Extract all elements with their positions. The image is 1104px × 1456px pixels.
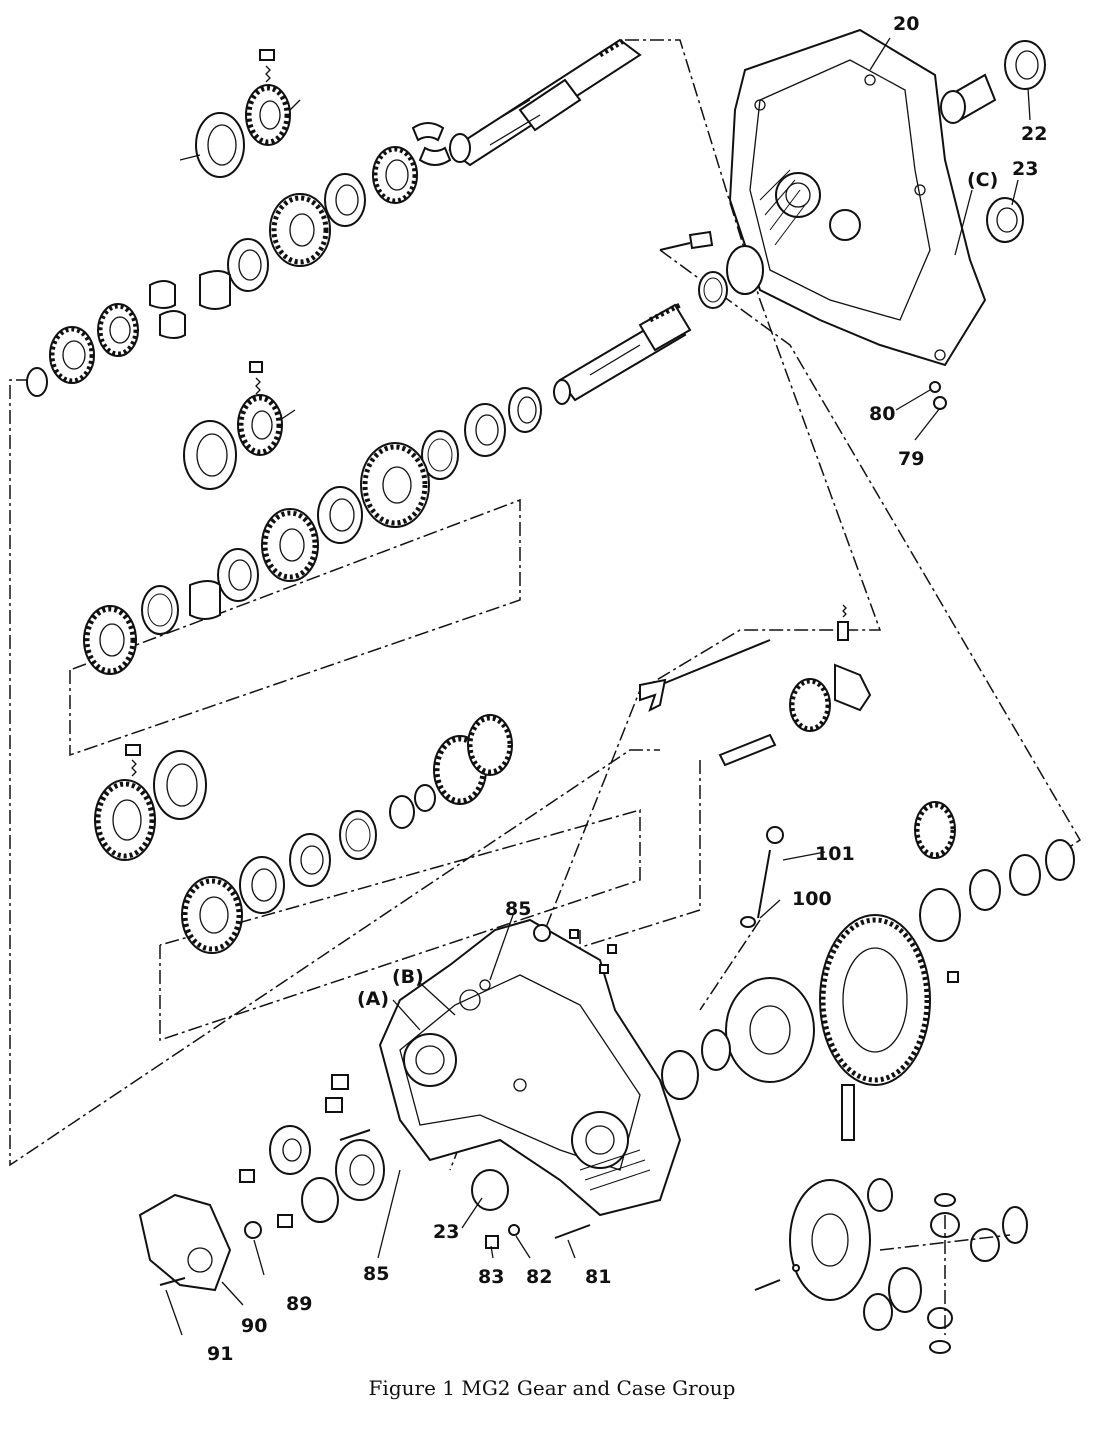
upper-shaft-assembly [26,37,642,397]
part-label-89: 89 [286,1293,312,1315]
part-label-a: (A) [357,988,389,1010]
input-shaft [448,37,642,167]
part-label-100: 100 [792,888,832,910]
part-label-80: 80 [869,403,895,425]
lower-gear-assembly [94,714,513,954]
side-cover [138,1193,232,1292]
output-pinion-shaft [553,302,692,405]
part-label-81: 81 [585,1266,611,1288]
middle-shaft-assembly [83,302,692,675]
part-label-101: 101 [815,843,855,865]
lower-synchro-sleeve [94,744,207,861]
middle-synchro-sleeve [183,361,296,490]
part-label-b: (B) [392,966,424,988]
shift-fork-group [639,604,872,767]
part-label-82: 82 [526,1266,552,1288]
part-label-23-top: 23 [1012,158,1038,180]
leader-lines [165,37,1031,1336]
transaxle-case [378,918,682,1217]
housing-seals-bearings [659,40,1046,410]
part-label-91: 91 [207,1343,233,1365]
upper-synchro-sleeve [179,84,301,178]
part-label-79: 79 [898,448,924,470]
middle-gears-row [83,442,430,675]
clutch-housing [728,28,987,367]
part-label-c: (C) [967,169,998,191]
middle-bearings [421,387,542,480]
differential-case-and-pinions [754,1084,1028,1354]
figure-caption: Figure 1 MG2 Gear and Case Group [368,1376,736,1400]
part-label-83: 83 [478,1266,504,1288]
upper-detent-key-spring [259,49,275,83]
case-hardware [239,924,617,1249]
lower-gears-row [181,714,513,954]
part-label-90: 90 [241,1315,267,1337]
part-label-85-top: 85 [505,898,531,920]
part-label-22: 22 [1021,123,1047,145]
part-labels: 20 22 23 (C) 80 79 101 100 85 (B) (A) 85… [207,13,1047,1365]
part-label-85-bottom: 85 [363,1263,389,1285]
upper-gears-row [26,146,418,397]
part-label-23-bottom: 23 [433,1221,459,1243]
differential-assembly [661,801,1075,1100]
part-label-20: 20 [893,13,919,35]
bearing-cage-pair [411,122,452,166]
